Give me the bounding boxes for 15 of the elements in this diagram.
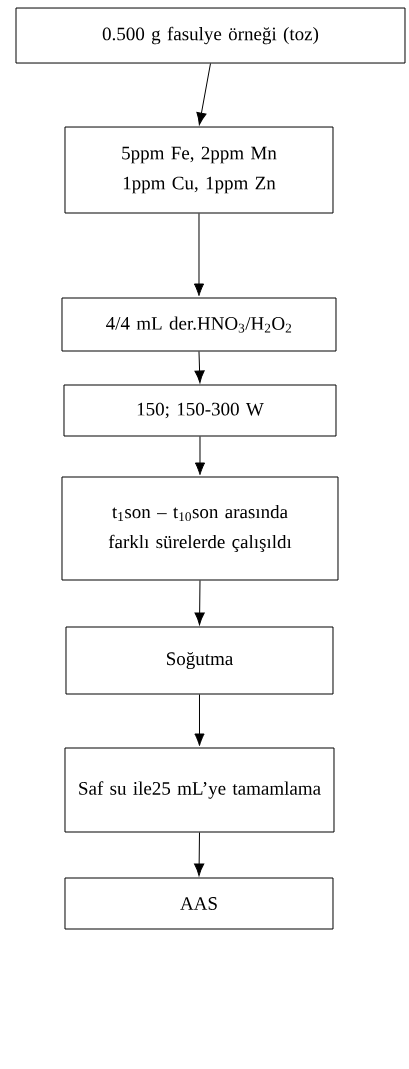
arrow: [194, 436, 206, 476]
process-box: 4/4 mL der.HNO$_{3}$/H$_{2}$O$_{2}$: [61, 297, 337, 352]
process-box: t$_{1}$son – t$_{10}$son arasında farklı sürelerde çalışıldı: [61, 476, 339, 581]
process-box: 0.500 g fasulye örneği (toz): [15, 7, 406, 64]
arrow: [194, 694, 205, 747]
arrow: [193, 213, 205, 297]
arrow: [194, 832, 205, 877]
arrow: [196, 63, 211, 126]
process-box: 150; 150-300 W: [63, 384, 337, 437]
process-box: AAS: [64, 877, 334, 930]
process-box: Saf su ile25 mL’ye tamamlama: [64, 747, 335, 833]
process-box: 5ppm Fe, 2ppm Mn 1ppm Cu, 1ppm Zn: [64, 126, 334, 214]
process-box: Soğutma: [65, 626, 334, 695]
arrow: [194, 580, 205, 626]
arrow: [194, 351, 205, 384]
